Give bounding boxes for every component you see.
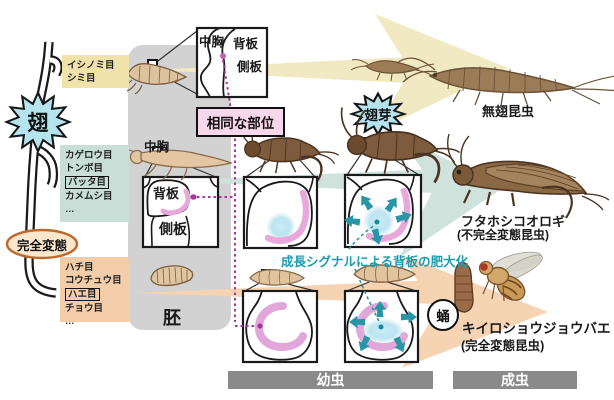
order-item: コウチュウ目	[65, 275, 122, 286]
nymph-notum-schematic	[245, 176, 314, 247]
fly-larva-illustration	[249, 269, 305, 286]
embryo-pleuron-label: 側板	[159, 221, 187, 237]
growth-signal-dashed-lines	[348, 224, 381, 324]
order-item: チョウ目	[65, 303, 104, 314]
wing-bud-badge: 翅芽	[364, 108, 392, 123]
metamorphosis-badge-shape	[5, 228, 79, 260]
fruit-fly-illustration	[478, 251, 543, 302]
inset-notum-label: 背板	[233, 37, 259, 51]
metamorphosis-badge: 完全変態	[16, 238, 67, 253]
order-item: トンボ目	[65, 163, 104, 174]
embryo-notum-label: 背板	[153, 186, 180, 201]
cricket-name-label: フタホシコオロギ	[461, 214, 566, 229]
fly-embryo-illustration	[150, 265, 194, 287]
homology-dotted-lines	[197, 59, 256, 327]
order-item: イシノミ目	[67, 60, 115, 71]
homologous-parts-label: 相同な部位	[196, 107, 285, 137]
adult-stage-bar: 成虫	[453, 371, 577, 389]
order-item-highlighted: バッタ目	[65, 175, 125, 190]
holometabolous-orders-box: ハチ目 コウチュウ目 ハエ目 チョウ目 …	[60, 257, 129, 327]
order-item: …	[65, 204, 75, 215]
inset-homology-dot	[220, 53, 226, 59]
bristletail-juvenile-illustration	[350, 59, 435, 82]
order-item: …	[65, 316, 75, 327]
fly-type-label: (完全変態昆虫)	[461, 339, 545, 353]
order-item-highlighted: ハエ目	[65, 287, 125, 302]
larva-stage-bar: 幼虫	[228, 371, 433, 389]
order-item: シミ目	[67, 73, 96, 84]
larva-disc-growth-schematic	[346, 290, 417, 361]
growth-signal-label: 成長シグナルによる背板の肥大化	[281, 255, 469, 269]
wing-origin-starburst	[3, 90, 73, 154]
order-item: カゲロウ目	[65, 150, 113, 161]
homology-dot-a	[191, 194, 197, 200]
order-item: ハチ目	[65, 262, 94, 273]
inset-pleuron-label: 側板	[237, 60, 263, 74]
order-item: カメムシ目	[65, 191, 113, 202]
embryo-notum-schematic	[142, 176, 219, 248]
inset-mesothorax-label: 中胸	[199, 35, 225, 49]
fly-pupa-illustration	[454, 261, 474, 313]
bristletail-adult-illustration	[396, 57, 614, 107]
wing-badge: 翅	[27, 112, 49, 135]
apterygote-orders-box: イシノミ目 シミ目	[62, 55, 129, 88]
embryo-label: 胚	[163, 308, 181, 328]
cricket-adult-illustration	[446, 133, 610, 219]
phylogenetic-tree	[24, 41, 63, 298]
embryo-mesothorax-label: 中胸	[144, 140, 170, 154]
hemimetabolous-orders-box: カゲロウ目 トンボ目 バッタ目 カメムシ目 …	[60, 145, 129, 222]
wingless-insect-label: 無翅昆虫	[482, 104, 535, 119]
pupa-badge: 蛹	[427, 299, 459, 331]
larva-disc-schematic	[245, 290, 313, 361]
fly-name-label: キイロショウジョウバエ	[462, 321, 611, 336]
cricket-type-label: (不完全変態昆虫)	[457, 228, 549, 242]
wingbud-notum-schematic	[343, 174, 415, 247]
